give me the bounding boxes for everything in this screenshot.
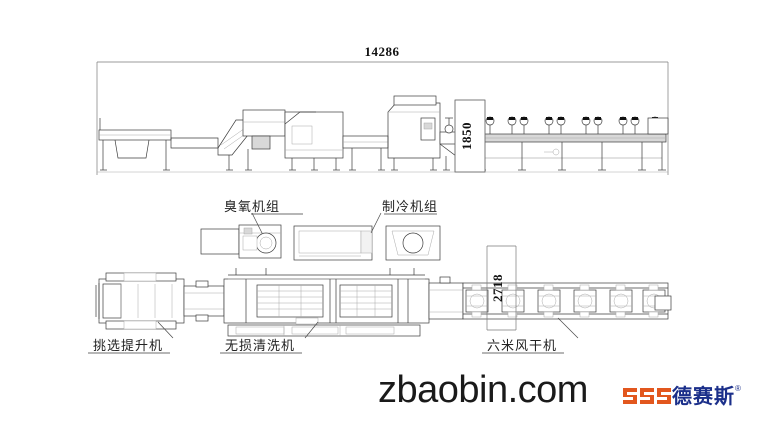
- label-lossless-washer: 无损清洗机: [225, 339, 295, 354]
- elevation-height-value: 1850: [459, 122, 474, 150]
- refrigeration-unit-plan: [293, 225, 373, 261]
- overall-length-value: 14286: [365, 44, 400, 59]
- logo-mark-icon: [623, 388, 671, 404]
- infeed-conveyor-elevation: [98, 118, 172, 171]
- transfer-conveyor-plan: [183, 280, 225, 322]
- lossless-washer-plan: [223, 268, 430, 337]
- elevation-height-dimension: [454, 99, 486, 173]
- label-six-meter-air-dryer: 六米风干机: [487, 339, 557, 354]
- air-dryer-elevation: [465, 116, 669, 171]
- plan-width-value: 2718: [490, 274, 505, 302]
- brush-roller-bank-2: [339, 284, 393, 318]
- watermark-domain: zbaobin.com: [378, 369, 588, 411]
- dryer-infeed-plan: [428, 276, 464, 320]
- plan-width-dimension: [486, 245, 517, 331]
- sorting-elevator-plan: [95, 272, 185, 330]
- logo-registered-mark: ®: [735, 384, 741, 393]
- side-elevation-view: [97, 95, 669, 173]
- main-machine-elevation: [387, 95, 441, 171]
- label-ozone-unit: 臭氧机组: [224, 200, 280, 215]
- brand-logo: 德赛斯 ®: [623, 384, 741, 408]
- brush-roller-bank-1: [256, 284, 324, 318]
- sorting-elevator-elevation: [170, 109, 286, 171]
- lossless-washer-elevation: [284, 111, 344, 171]
- part-labels: 臭氧机组 制冷机组 挑选提升机 无损清洗机 六米风干机: [88, 200, 564, 354]
- logo-brand-text: 德赛斯: [672, 384, 735, 408]
- transfer-section-elevation: [342, 135, 389, 171]
- air-dryer-plan: [462, 282, 672, 320]
- label-leader-lines: [157, 212, 579, 339]
- dryer-fan-units-elevation: [473, 116, 660, 134]
- label-refrigeration-unit: 制冷机组: [382, 200, 438, 215]
- top-plan-view: [95, 224, 672, 337]
- ozone-unit-plan: [200, 224, 282, 259]
- dryer-fan-units-plan: [465, 284, 666, 318]
- label-sorting-elevator: 挑选提升机: [93, 338, 163, 354]
- auxiliary-unit-plan: [385, 225, 441, 261]
